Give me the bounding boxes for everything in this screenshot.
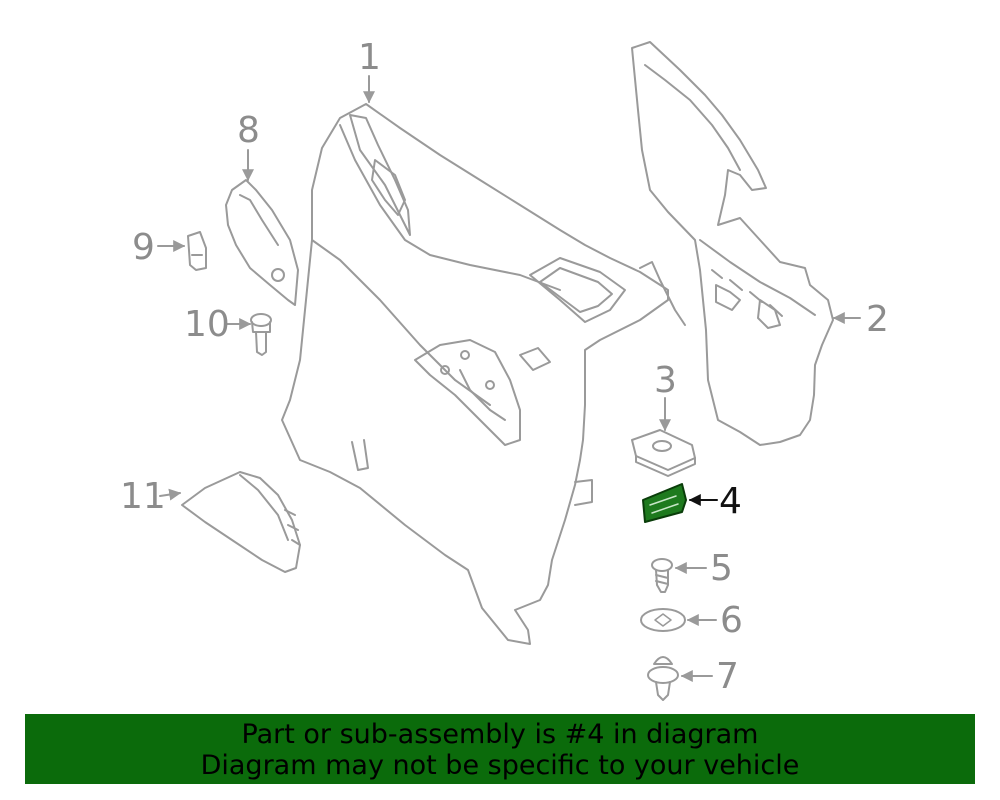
part-9-small-clip [187,231,207,271]
callout-9: 9 [132,227,155,268]
parts-diagram [157,41,861,701]
part-7-push-clip [647,656,679,701]
callout-10: 10 [184,304,230,345]
part-10-bolt [250,313,272,356]
part-5-screw [651,558,673,593]
part-6-washer [640,608,686,632]
callout-8: 8 [237,110,260,151]
callout-3: 3 [654,360,677,401]
callout-5: 5 [710,548,733,589]
callout-2: 2 [866,299,889,340]
callout-7: 7 [716,656,739,697]
part-1-quarter-trim-panel [281,103,686,645]
banner-line-1: Part or sub-assembly is #4 in diagram [241,719,759,750]
part-3-clip [631,429,696,477]
callout-4: 4 [719,481,742,522]
part-8-trim-piece [225,179,299,306]
part-2-pillar-trim [631,41,834,446]
info-banner: Part or sub-assembly is #4 in diagram Di… [25,714,975,784]
banner-line-2: Diagram may not be specific to your vehi… [200,750,800,781]
leader-arrows [157,75,861,682]
part-4-bracket-highlighted [642,483,687,523]
callout-6: 6 [720,600,743,641]
callout-1: 1 [358,37,381,78]
part-11-cover-panel [181,471,301,573]
callout-11: 11 [120,476,166,517]
